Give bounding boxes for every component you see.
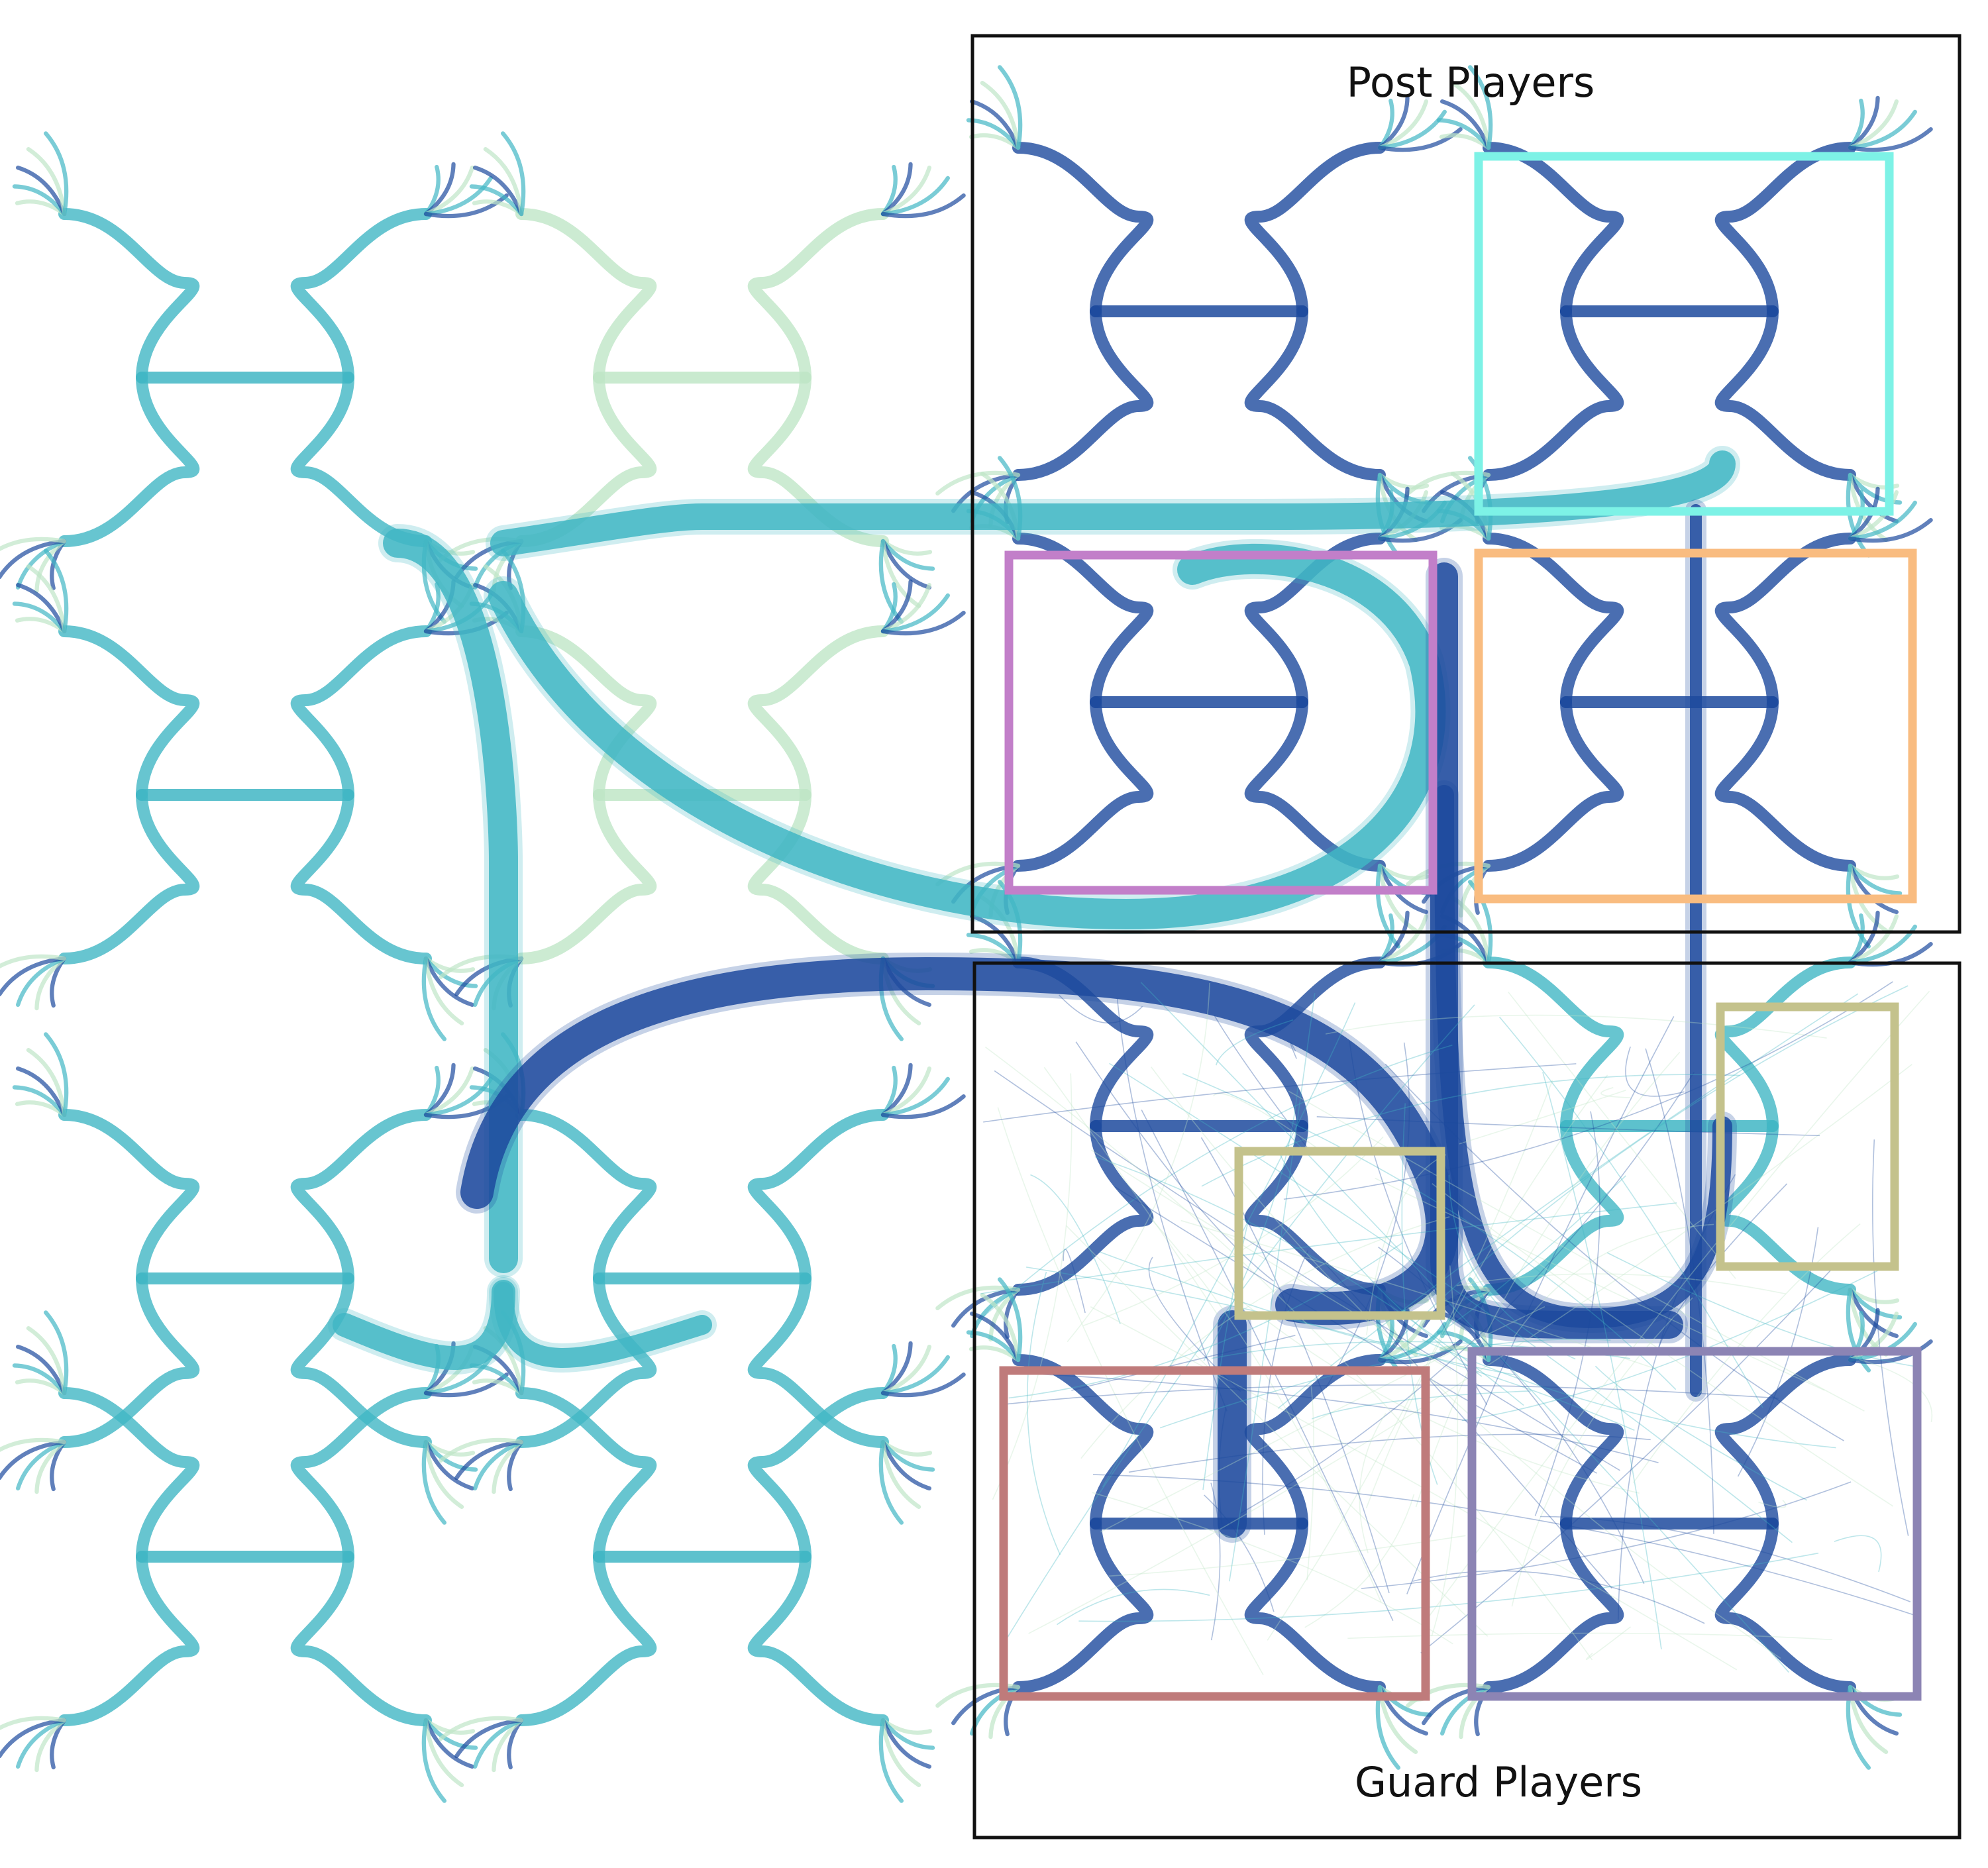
node-cluster-4 xyxy=(439,1032,966,1525)
bundle-4 xyxy=(460,957,1459,1325)
highlight-box-purple xyxy=(1004,550,1438,895)
bundle-6 xyxy=(1434,785,1732,1329)
highlight-box-cyan xyxy=(1474,152,1894,516)
bundle-8 xyxy=(494,1282,712,1368)
guard-players-label: Guard Players xyxy=(1355,1758,1642,1806)
guard-players-frame xyxy=(972,961,1962,1840)
bundle-2 xyxy=(490,450,1736,556)
highlight-box-olive-right xyxy=(1716,1002,1899,1271)
highlight-box-olive-center xyxy=(1234,1147,1445,1320)
post-players-label: Post Players xyxy=(1347,58,1595,107)
highlight-box-lavender xyxy=(1467,1347,1922,1701)
post-players-frame xyxy=(970,34,1962,934)
faint-edges xyxy=(980,981,1933,1675)
node-cluster-16 xyxy=(439,1310,966,1803)
node-cluster-15 xyxy=(0,1310,509,1803)
node-cluster-13 xyxy=(0,548,509,1041)
bundle-1 xyxy=(383,529,518,1273)
node-cluster-3 xyxy=(0,1032,509,1525)
highlight-box-rose xyxy=(999,1366,1430,1701)
edge-bundles xyxy=(0,65,1933,1803)
highlight-box-orange xyxy=(1474,548,1917,904)
